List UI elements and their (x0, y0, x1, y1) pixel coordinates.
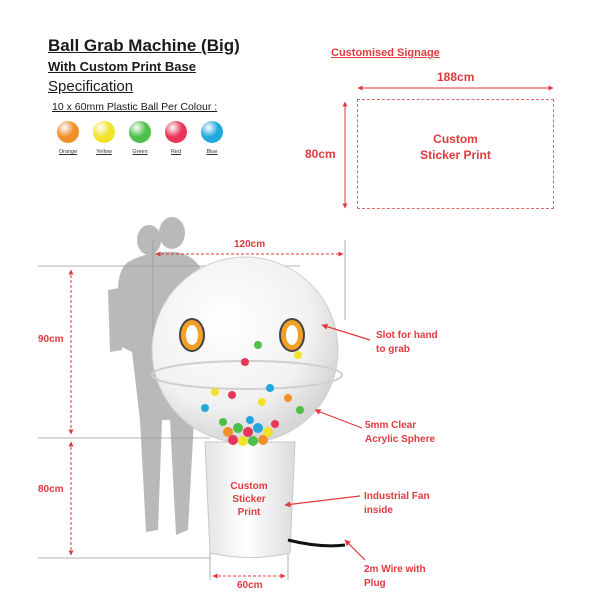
acrylic-arrow (314, 409, 363, 429)
ball-caption: 10 x 60mm Plastic Ball Per Colour : (52, 101, 218, 113)
ball-green-swatch (129, 121, 151, 143)
base-text-line2: Sticker (232, 494, 266, 505)
ball-item-orange: Orange (50, 121, 86, 155)
ball-label: Red (170, 149, 182, 155)
ball-item-yellow: Yellow (86, 121, 122, 155)
slot-arrow (321, 323, 371, 341)
callout-fan-line1: Industrial Fan (364, 491, 430, 502)
base-text-line1: Custom (230, 481, 268, 492)
fan-arrow (284, 495, 361, 508)
base-width-label: 60cm (237, 580, 263, 591)
ball-item-red: Red (158, 121, 194, 155)
base-text-line3: Print (237, 507, 261, 518)
wire-arrow (344, 539, 366, 561)
callout-fan-line2: inside (364, 505, 393, 516)
ball-item-green: Green (122, 121, 158, 155)
page-title: Ball Grab Machine (Big) (48, 36, 240, 55)
base-height-label: 80cm (38, 484, 64, 495)
ball-label: Green (132, 149, 148, 155)
callout-acrylic-line1: 5mm Clear (365, 420, 417, 431)
ball-yellow-swatch (93, 121, 115, 143)
balls-inside (201, 341, 304, 446)
machine-base (204, 441, 296, 558)
machine-width-label: 120cm (234, 239, 266, 250)
ball-blue-swatch (201, 121, 223, 143)
signage-sticker-text: Custom Sticker Print (357, 131, 554, 163)
signage-height-label: 80cm (305, 147, 336, 161)
acrylic-sphere (151, 256, 339, 444)
ball-label: Orange (58, 149, 78, 155)
ball-orange-swatch (57, 121, 79, 143)
page-subtitle: With Custom Print Base (48, 59, 196, 74)
specification-heading: Specification (48, 78, 134, 95)
callout-acrylic: 5mm Clear Acrylic Sphere (365, 419, 435, 447)
callout-slot-line2: to grab (376, 344, 410, 355)
callout-wire-line2: Plug (364, 578, 386, 589)
signage-width-label: 188cm (437, 70, 475, 84)
callout-slot-line1: Slot for hand (376, 330, 438, 341)
ball-item-blue: Blue (194, 121, 230, 155)
base-sticker-text: Custom Sticker Print (214, 480, 284, 519)
signage-title: Customised Signage (331, 47, 440, 59)
hand-slots (179, 318, 305, 352)
signage-text-line2: Sticker Print (420, 148, 491, 162)
ball-red-swatch (165, 121, 187, 143)
power-wire (287, 538, 346, 548)
callout-wire: 2m Wire with Plug (364, 563, 426, 591)
ball-label: Yellow (96, 149, 112, 155)
ball-color-list: Orange Yellow Green Red Blue (50, 121, 230, 155)
callout-fan: Industrial Fan inside (364, 490, 430, 518)
ball-label: Blue (206, 149, 218, 155)
callout-wire-line1: 2m Wire with (364, 564, 426, 575)
callout-slot: Slot for hand to grab (376, 329, 438, 357)
callout-acrylic-line2: Acrylic Sphere (365, 434, 436, 445)
signage-text-line1: Custom (433, 132, 478, 146)
sphere-height-label: 90cm (38, 334, 64, 345)
signage-box (357, 99, 554, 209)
